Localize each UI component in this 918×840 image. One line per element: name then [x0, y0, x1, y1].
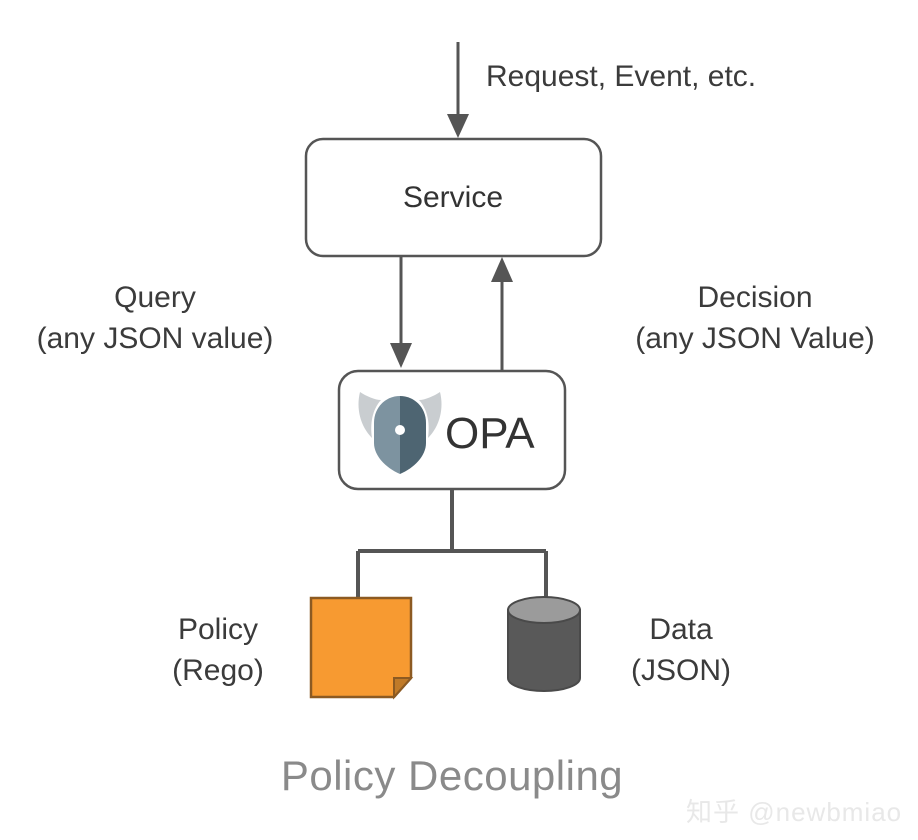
watermark: 知乎 @newbmiao — [686, 797, 903, 827]
decision-label-line2: (any JSON Value) — [635, 322, 875, 355]
data-label-line1: Data — [649, 613, 713, 646]
data-cylinder-shape[interactable] — [507, 596, 581, 692]
decision-label-line1: Decision — [697, 281, 813, 314]
inbound-arrow — [447, 42, 469, 138]
service-node-label: Service — [402, 181, 504, 214]
opa-viking-helmet-logo — [358, 392, 442, 474]
policy-label-line1: Policy — [177, 613, 259, 646]
decision-arrow — [491, 257, 513, 370]
opa-to-sources-connector — [356, 489, 548, 600]
query-arrow — [390, 256, 412, 368]
opa-node-label: OPA — [445, 409, 535, 458]
policy-label-line2: (Rego) — [172, 654, 264, 687]
inbound-edge-label: Request, Event, etc. — [486, 60, 757, 93]
query-label-line2: (any JSON value) — [36, 322, 274, 355]
query-label-line1: Query — [114, 281, 196, 314]
policy-document-shape[interactable] — [309, 596, 414, 700]
data-label-line2: (JSON) — [631, 654, 731, 687]
diagram-caption: Policy Decoupling — [280, 752, 624, 799]
service-box[interactable] — [304, 137, 603, 258]
